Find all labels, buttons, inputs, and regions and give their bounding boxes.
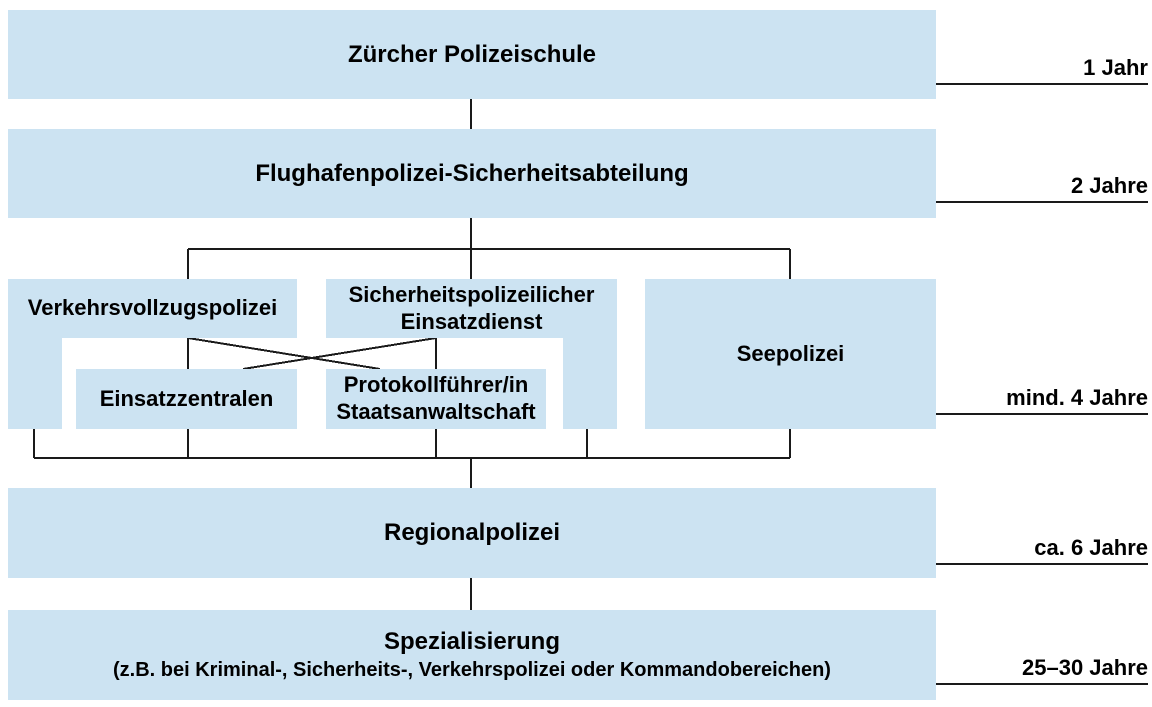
stage-box-protokollfuehrer-staatsanwaltschaft: Protokollführer/in Staatsanwaltschaft	[326, 369, 546, 429]
duration-label-2-jahre: 2 Jahre	[1070, 173, 1148, 198]
duration-rule-4	[936, 563, 1148, 565]
duration-rule-3	[936, 413, 1148, 415]
stage-box-einsatzzentralen: Einsatzzentralen	[76, 369, 297, 429]
stage-label-zuercher-polizeischule: Zürcher Polizeischule	[347, 40, 597, 68]
duration-label-25-30-jahre: 25–30 Jahre	[1022, 655, 1148, 680]
stage-box-sicherheitspolizeilicher-einsatzdienst: Sicherheitspolizeilicher Einsatzdienst	[326, 279, 617, 338]
duration-rule-5	[936, 683, 1148, 685]
stage-box-seepolizei: Seepolizei	[645, 279, 936, 429]
duration-rule-1	[936, 83, 1148, 85]
stage-label-spezialisierung: Spezialisierung	[383, 627, 561, 655]
stage-label-protokollfuehrer-staatsanwaltschaft: Protokollführer/in Staatsanwaltschaft	[336, 372, 536, 424]
stage-label-sicherheitspolizeilicher-einsatzdienst: Sicherheitspolizeilicher Einsatzdienst	[348, 281, 595, 334]
verkehrsvollzugspolizei-extension	[8, 338, 62, 429]
stage-label-regionalpolizei: Regionalpolizei	[383, 519, 560, 547]
stage-box-flughafenpolizei-sicherheitsabteilung: Flughafenpolizei-Sicherheitsabteilung	[8, 129, 936, 218]
duration-label-1-jahr: 1 Jahr	[1083, 55, 1148, 80]
stage-box-regionalpolizei: Regionalpolizei	[8, 488, 936, 578]
stage-label-seepolizei: Seepolizei	[736, 340, 845, 366]
stage-box-verkehrsvollzugspolizei: Verkehrsvollzugspolizei	[8, 279, 297, 338]
stage-sublabel-spezialisierung: (z.B. bei Kriminal-, Sicherheits-, Verke…	[113, 659, 831, 682]
stage-label-einsatzzentralen: Einsatzzentralen	[99, 385, 274, 411]
duration-label-mind-4-jahre: mind. 4 Jahre	[1006, 385, 1148, 410]
duration-label-ca-6-jahre: ca. 6 Jahre	[1034, 535, 1148, 560]
stage-label-flughafenpolizei: Flughafenpolizei-Sicherheitsabteilung	[255, 159, 689, 187]
stage-box-spezialisierung: Spezialisierung (z.B. bei Kriminal-, Sic…	[8, 610, 936, 700]
stage-label-verkehrsvollzugspolizei: Verkehrsvollzugspolizei	[27, 295, 278, 321]
duration-rule-2	[936, 201, 1148, 203]
stage-box-zuercher-polizeischule: Zürcher Polizeischule	[8, 10, 936, 99]
sicherheitspolizeilicher-einsatzdienst-extension	[563, 338, 617, 429]
